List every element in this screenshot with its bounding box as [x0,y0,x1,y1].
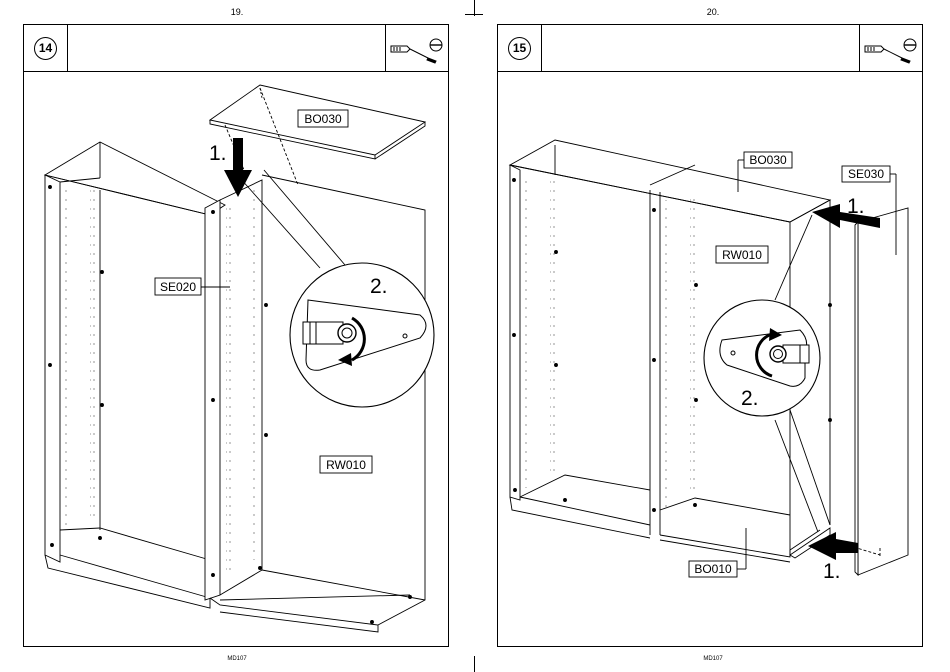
left-arrow-icon [812,204,880,228]
left-arrow-icon [808,532,858,560]
callout-2-left: 2. [370,275,388,298]
part-label-rw010-left: RW010 [320,456,372,473]
callout-1-bottom-right: 1. [823,560,841,583]
part-label-bo030-left: BO030 [298,110,348,127]
part-label-rw010-right: RW010 [716,246,768,263]
callout-1-left: 1. [209,142,227,165]
svg-text:RW010: RW010 [722,248,762,262]
down-arrow-icon [224,138,252,197]
callout-1-top-right: 1. [847,195,865,218]
svg-text:SE030: SE030 [848,167,884,181]
svg-text:BO030: BO030 [304,112,342,126]
part-label-bo010: BO010 [689,528,746,577]
svg-text:RW010: RW010 [326,458,366,472]
svg-text:BO030: BO030 [749,153,787,167]
svg-text:BO010: BO010 [694,562,732,576]
svg-text:SE020: SE020 [160,280,196,294]
callout-2-right: 2. [741,387,759,410]
